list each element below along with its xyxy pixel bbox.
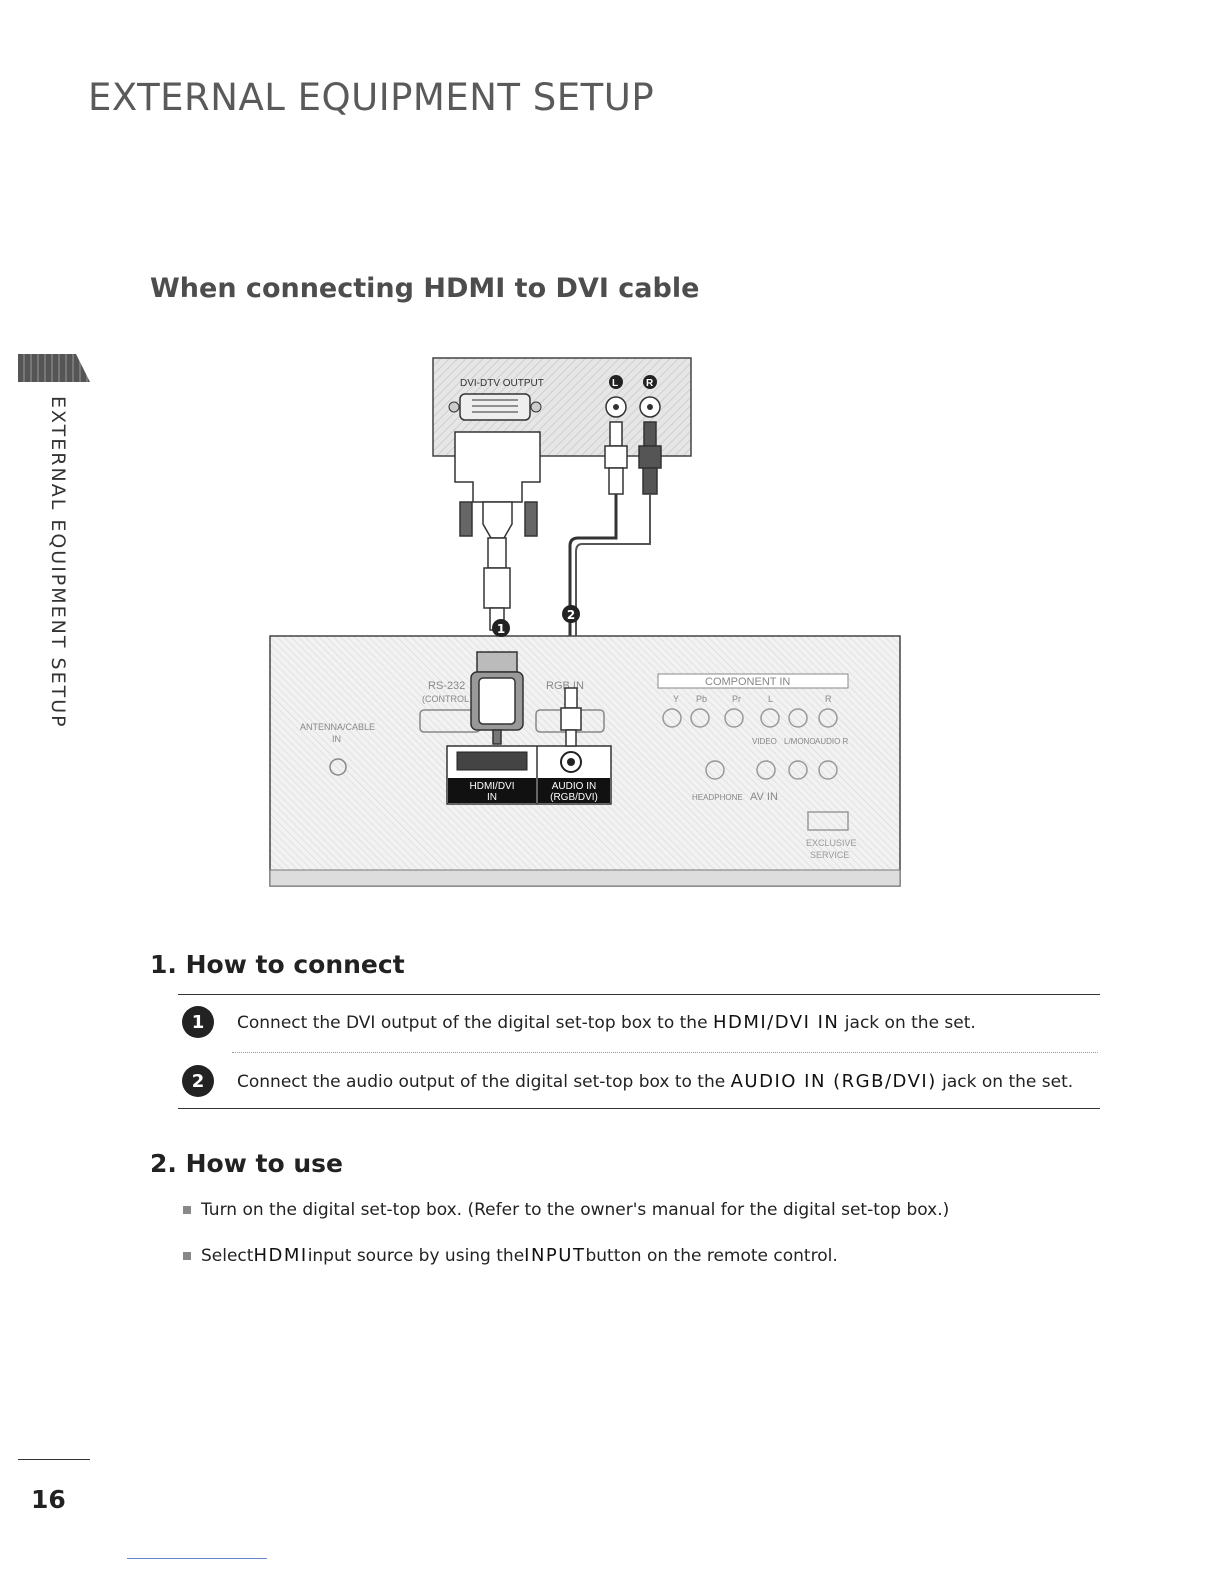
antenna-label: ANTENNA/CABLE — [300, 722, 375, 732]
use-bullet-1: Turn on the digital set-top box. (Refer … — [183, 1200, 949, 1220]
step-1-text: Connect the DVI output of the digital se… — [237, 1011, 976, 1033]
how-to-connect-heading: 1. How to connect — [150, 950, 405, 979]
antenna-sub-label: IN — [332, 734, 341, 744]
hdmi-in-label-2: IN — [487, 792, 497, 803]
component-pr-label: Pr — [732, 694, 741, 704]
av-in-label: AV IN — [750, 791, 778, 803]
connection-diagram: DVI-DTV OUTPUT L R — [269, 357, 901, 887]
connect-top-rule — [178, 994, 1100, 995]
marker-2-icon: 2 — [562, 605, 580, 623]
side-tab-corner — [76, 354, 90, 382]
marker-1-icon: 1 — [492, 619, 510, 637]
page-number: 16 — [31, 1485, 66, 1514]
dvi-output-label: DVI-DTV OUTPUT — [460, 378, 544, 389]
bullet-square-icon — [183, 1251, 191, 1260]
dvi-port-icon — [459, 393, 531, 421]
video-label: VIDEO — [752, 737, 777, 746]
hdmi-dvi-cable — [483, 537, 511, 652]
bottom-link-line — [127, 1558, 267, 1559]
step-2-badge-icon: 2 — [182, 1065, 214, 1097]
stb-audio-right-label: R — [646, 378, 654, 389]
component-jacks-icon — [662, 708, 838, 728]
component-r-label: R — [825, 694, 832, 704]
exclusive-label-1: EXCLUSIVE — [806, 838, 857, 848]
av-in-jacks-icon — [705, 760, 838, 780]
step-2-text: Connect the audio output of the digital … — [237, 1070, 1074, 1092]
component-l-label: L — [768, 694, 773, 704]
exclusive-service-port-icon — [807, 811, 849, 831]
component-in-label: COMPONENT IN — [705, 676, 790, 688]
rca-audio-plugs-icon — [604, 421, 662, 495]
connect-bottom-rule — [178, 1108, 1100, 1109]
headphone-label: HEADPHONE — [692, 793, 743, 802]
page-title: EXTERNAL EQUIPMENT SETUP — [88, 76, 655, 119]
dvi-plug-icon — [454, 431, 541, 539]
rs232-sub-label: (CONTROL & — [422, 694, 477, 704]
svg-text:1: 1 — [497, 622, 505, 636]
mono-label: L/MONO — [784, 737, 816, 746]
hdmi-port-icon — [456, 751, 528, 771]
tv-rear-panel: ANTENNA/CABLE IN RS-232 (CONTROL & RGB I… — [269, 635, 901, 887]
component-y-label: Y — [673, 694, 679, 704]
bullet-square-icon — [183, 1206, 191, 1214]
audio-cable — [568, 494, 618, 732]
hdmi-in-label-1: HDMI/DVI — [470, 781, 515, 792]
exclusive-label-2: SERVICE — [810, 850, 849, 860]
section-heading: When connecting HDMI to DVI cable — [150, 273, 700, 304]
stb-audio-left-label: L — [612, 378, 618, 389]
audio-r-label: AUDIO R — [815, 737, 849, 746]
footer-rule — [18, 1459, 90, 1460]
rs232-label: RS-232 — [428, 680, 465, 692]
how-to-use-heading: 2. How to use — [150, 1149, 343, 1178]
antenna-jack-icon — [329, 758, 347, 776]
step-1-badge-icon: 1 — [182, 1006, 214, 1038]
audio-in-label-1: AUDIO IN — [552, 781, 596, 792]
use-bullet-2: Select HDMI input source by using the IN… — [183, 1245, 838, 1266]
connect-step-2: 2 Connect the audio output of the digita… — [182, 1065, 1073, 1097]
steps-divider — [232, 1052, 1098, 1053]
svg-text:2: 2 — [567, 608, 575, 622]
side-tab-label: EXTERNAL EQUIPMENT SETUP — [47, 396, 69, 729]
audio-in-label-2: (RGB/DVI) — [550, 792, 598, 803]
tv-rca-plug-icon — [560, 687, 582, 747]
connect-step-1: 1 Connect the DVI output of the digital … — [182, 1006, 976, 1038]
hdmi-plug-icon — [470, 651, 524, 745]
component-pb-label: Pb — [696, 694, 707, 704]
